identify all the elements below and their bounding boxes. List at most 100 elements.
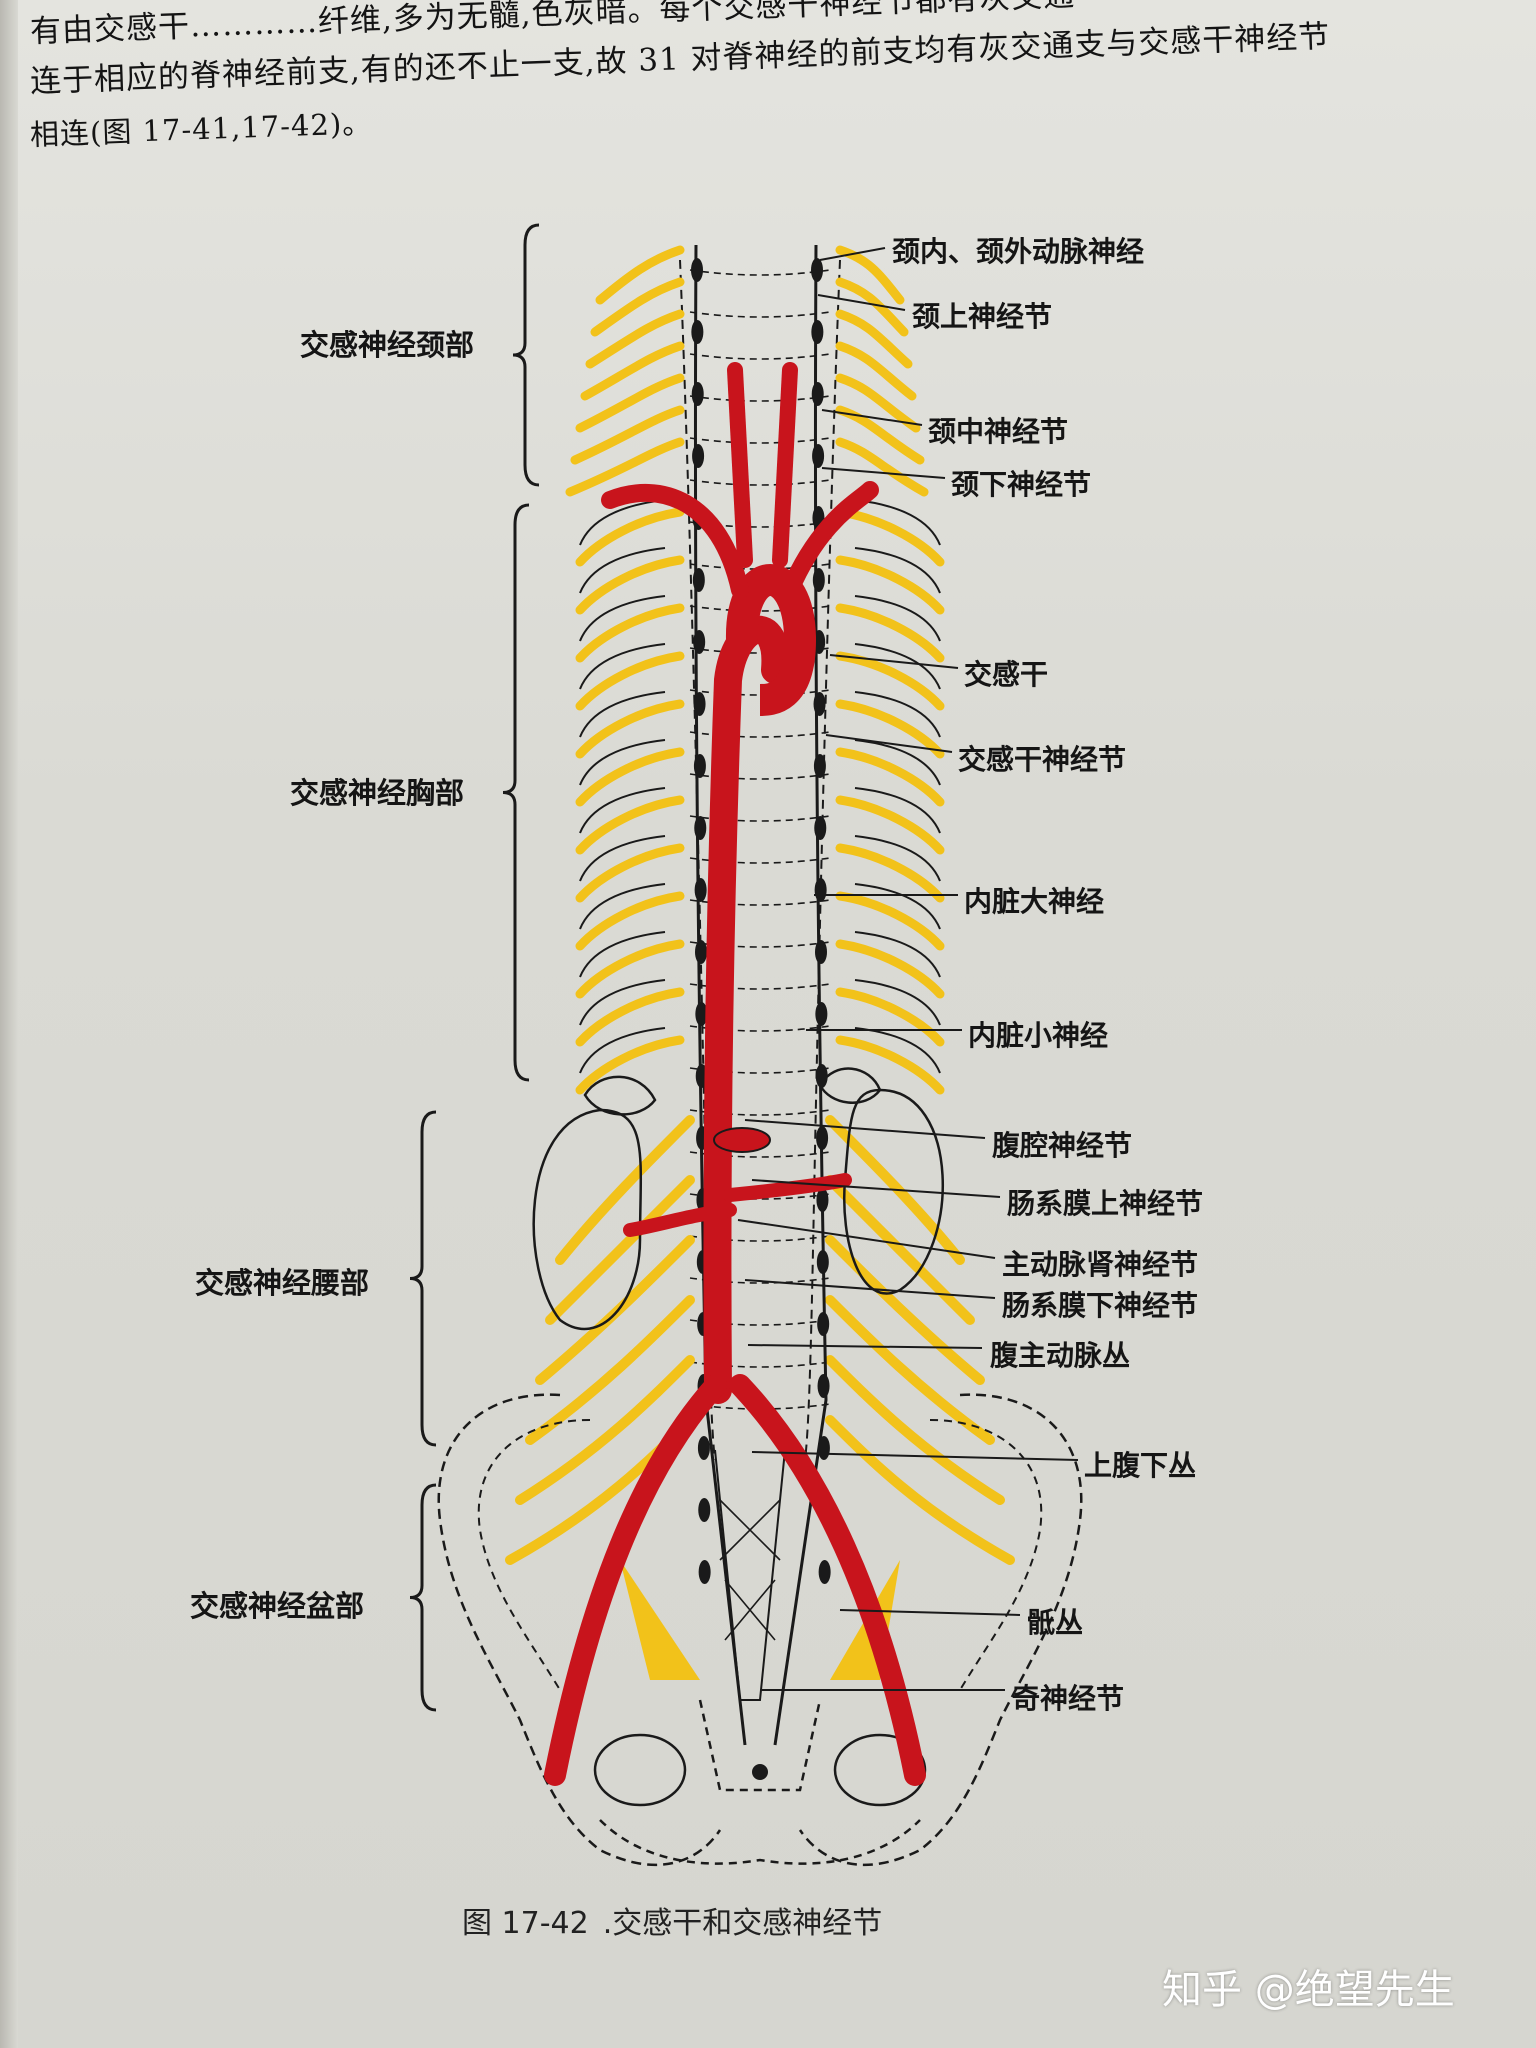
trunk-ganglion bbox=[813, 692, 826, 716]
vertebra-outline bbox=[689, 353, 831, 360]
trunk-ganglion bbox=[695, 940, 707, 964]
callout-inferior-mesenteric-ganglion: 肠系膜下神经节 bbox=[1002, 1289, 1199, 1322]
brace-thoracic bbox=[502, 503, 530, 1082]
leader-line bbox=[821, 409, 923, 426]
pelvis-outline bbox=[437, 1393, 1083, 1866]
intercostal-nerve-right bbox=[835, 651, 945, 711]
rib-right bbox=[854, 739, 941, 786]
callout-aorticorenal-ganglion: 主动脉肾神经节 bbox=[1002, 1248, 1199, 1281]
cervical-nerve-right bbox=[835, 437, 929, 497]
rib-left bbox=[579, 595, 666, 642]
callout-leader-lines bbox=[737, 247, 1079, 1691]
left-adrenal bbox=[583, 1075, 657, 1116]
rib-right bbox=[854, 787, 941, 834]
lumbar-nerve-right bbox=[825, 1235, 985, 1385]
region-label-cervical: 交感神经颈部 bbox=[300, 328, 475, 362]
trunk-ganglion bbox=[692, 568, 705, 592]
trunk-ganglion bbox=[698, 1498, 711, 1522]
trunk-ganglion bbox=[817, 1312, 830, 1336]
rib-right bbox=[854, 979, 941, 1026]
callout-trunk-ganglia: 交感干神经节 bbox=[958, 743, 1127, 776]
intercostal-nerve-left bbox=[575, 747, 685, 807]
lumbar-nerve-right bbox=[825, 1415, 1015, 1565]
callout-celiac-ganglion: 腹腔神经节 bbox=[992, 1129, 1133, 1162]
rib-left bbox=[579, 643, 666, 690]
leader-line bbox=[817, 294, 906, 311]
common-iliac-right bbox=[729, 1374, 926, 1786]
ganglion-impar-dot bbox=[752, 1764, 768, 1780]
trunk-ganglion bbox=[815, 1064, 828, 1088]
leader-line bbox=[751, 1179, 1001, 1198]
intercostal-nerve-left bbox=[575, 891, 685, 951]
left-kidney bbox=[532, 1108, 643, 1331]
cervical-nerve-right bbox=[835, 373, 921, 433]
trunk-ganglion bbox=[698, 1560, 711, 1584]
callout-inferior-cervical-ganglion: 颈下神经节 bbox=[951, 468, 1092, 501]
vertebra-outline bbox=[689, 941, 831, 948]
trunk-ganglion bbox=[815, 940, 827, 964]
vertebra-outline bbox=[689, 983, 831, 990]
trunk-ganglion bbox=[814, 816, 827, 840]
rib-right bbox=[854, 835, 941, 882]
rib-left bbox=[579, 547, 666, 594]
trunk-ganglion bbox=[816, 1250, 829, 1274]
rib-left bbox=[579, 787, 666, 834]
trunk-ganglion bbox=[691, 320, 704, 344]
callout-superior-hypogastric-plexus: 上腹下丛 bbox=[1084, 1449, 1197, 1482]
vertebra-outline bbox=[689, 479, 831, 486]
callout-sympathetic-trunk: 交感干 bbox=[964, 658, 1049, 691]
callout-greater-splanchnic: 内脏大神经 bbox=[964, 885, 1105, 918]
left-carotid bbox=[772, 362, 798, 568]
leader-line bbox=[825, 734, 953, 753]
lumbar-nerve-left bbox=[545, 1175, 695, 1325]
leader-line bbox=[744, 1279, 996, 1299]
cervical-nerve-left bbox=[565, 437, 685, 497]
vertebra-outline bbox=[689, 437, 831, 444]
vertebra-outline bbox=[689, 899, 831, 906]
trunk-ganglion bbox=[818, 1560, 831, 1584]
intercostal-nerve-left bbox=[575, 1035, 685, 1095]
rib-left bbox=[579, 979, 666, 1026]
region-label-pelvic: 交感神经盆部 bbox=[190, 1589, 365, 1623]
callout-middle-cervical-ganglion: 颈中神经节 bbox=[928, 415, 1069, 448]
leader-line bbox=[819, 247, 886, 261]
intercostal-nerve-right bbox=[835, 939, 945, 999]
intercostal-nerve-left bbox=[575, 939, 685, 999]
rib-right bbox=[854, 643, 941, 690]
lumbar-nerve-right bbox=[825, 1115, 965, 1265]
cervical-nerve-right bbox=[835, 341, 917, 401]
cervical-nerve-right bbox=[835, 309, 913, 369]
leader-line bbox=[747, 1344, 983, 1349]
intercostal-nerve-right bbox=[835, 843, 945, 903]
leader-line bbox=[751, 1451, 1079, 1461]
callout-ganglion-impar: 奇神经节 bbox=[1012, 1682, 1125, 1715]
intercostal-nerve-right bbox=[835, 987, 945, 1047]
region-label-lumbar: 交感神经腰部 bbox=[195, 1266, 370, 1300]
trunk-ganglion bbox=[692, 444, 705, 468]
lumbar-nerve-left bbox=[525, 1295, 695, 1445]
trunk-ganglion bbox=[814, 878, 827, 902]
brace-cervical bbox=[512, 223, 540, 487]
right-carotid bbox=[727, 362, 753, 568]
leader-line bbox=[839, 1609, 1021, 1616]
callout-sacral-plexus: 骶丛 bbox=[1027, 1606, 1084, 1639]
trunk-ganglion bbox=[812, 568, 825, 592]
figure-number: 图 17-42 bbox=[462, 1906, 589, 1941]
renal-artery-right bbox=[723, 1173, 852, 1202]
intercostal-nerve-right bbox=[835, 699, 945, 759]
intercostal-nerve-right bbox=[835, 891, 945, 951]
rib-right bbox=[854, 547, 941, 594]
intercostal-nerve-left bbox=[575, 507, 685, 567]
intercostal-nerve-right bbox=[835, 795, 945, 855]
right-subclavian bbox=[601, 484, 749, 599]
region-label-thoracic: 交感神经胸部 bbox=[290, 776, 465, 810]
intercostal-nerve-left bbox=[575, 795, 685, 855]
trunk-ganglion bbox=[811, 320, 824, 344]
rib-outlines bbox=[579, 499, 941, 1074]
trunk-ganglion bbox=[695, 1002, 708, 1026]
intercostal-nerve-right bbox=[835, 555, 945, 615]
trunk-ganglion bbox=[691, 258, 703, 282]
trunk-ganglion bbox=[813, 754, 826, 778]
